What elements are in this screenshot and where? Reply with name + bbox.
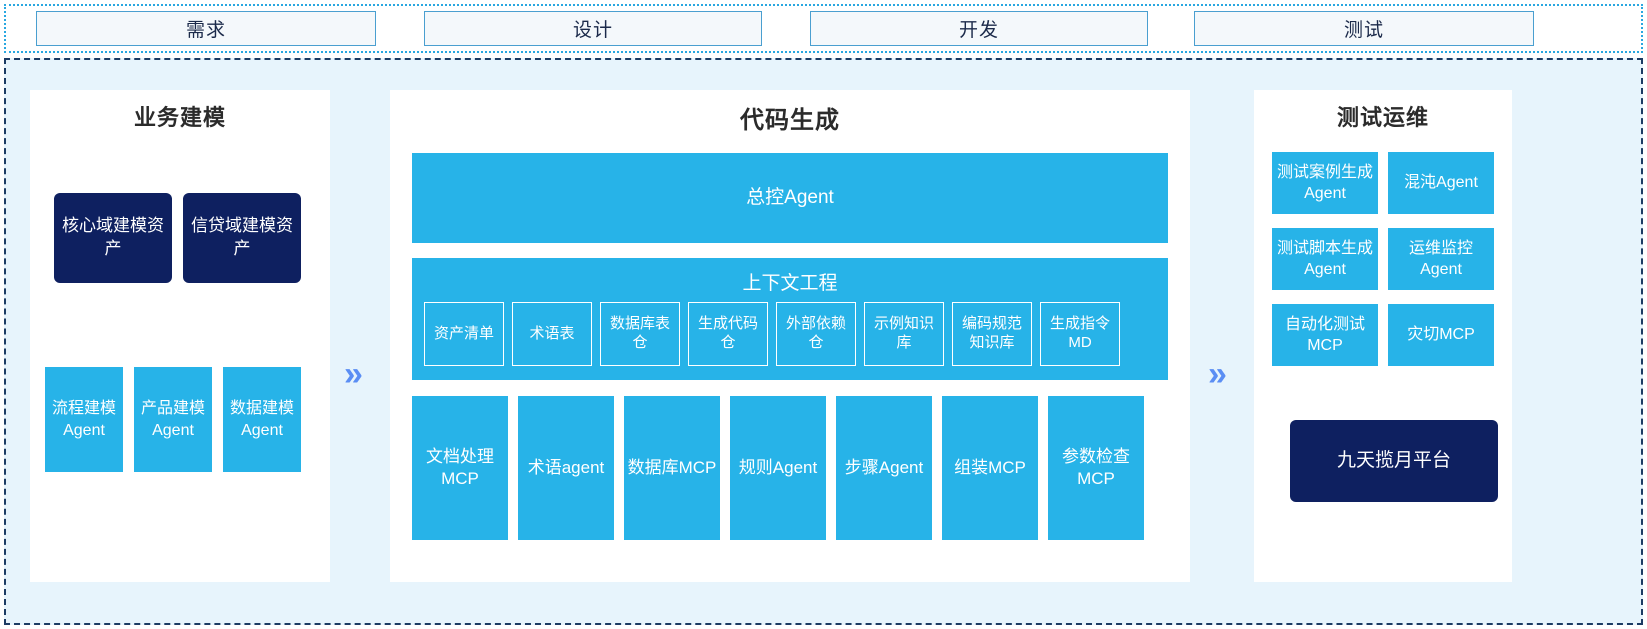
phase-label: 需求 xyxy=(185,20,226,41)
tile-label: 外部依赖仓 xyxy=(785,315,846,351)
phase-item-development[interactable]: 开发 xyxy=(810,11,1148,46)
master-control-agent[interactable]: 总控Agent xyxy=(412,153,1168,243)
double-chevron-right-icon-1: » xyxy=(344,355,363,393)
tile-label: 规则Agent xyxy=(738,457,818,477)
test-case-generation-agent[interactable]: 测试案例生成Agent xyxy=(1272,152,1378,214)
chaos-agent[interactable]: 混沌Agent xyxy=(1388,152,1494,214)
tile-label: 步骤Agent xyxy=(844,457,924,477)
ctx-item-generated-code-repo[interactable]: 生成代码仓 xyxy=(688,302,768,366)
tile-label: 总控Agent xyxy=(746,187,834,209)
tile-label: 术语表 xyxy=(529,324,575,342)
panel-code-generation: 代码生成 总控Agent 上下文工程 资产清单 术语表 数据库表仓 xyxy=(390,90,1190,582)
ctx-item-db-table-repo[interactable]: 数据库表仓 xyxy=(600,302,680,366)
tile-label: 组装MCP xyxy=(954,457,1026,477)
tile-label: 运维监控Agent xyxy=(1408,239,1473,278)
test-ops-grid: 测试案例生成Agent 混沌Agent 测试脚本生成Agent 运维监控Agen… xyxy=(1272,152,1494,366)
tile-label: 九天揽月平台 xyxy=(1336,450,1451,472)
tile-label: 流程建模Agent xyxy=(51,400,116,439)
panel-title-code-generation: 代码生成 xyxy=(740,107,840,134)
tile-label: 灾切MCP xyxy=(1407,326,1475,344)
tool-glossary-agent[interactable]: 术语agent xyxy=(518,396,614,540)
tool-step-agent[interactable]: 步骤Agent xyxy=(836,396,932,540)
agent-process-modeling[interactable]: 流程建模Agent xyxy=(45,367,123,472)
tile-label: 测试脚本生成Agent xyxy=(1276,239,1373,278)
tile-label: 混沌Agent xyxy=(1404,174,1478,192)
automated-testing-mcp[interactable]: 自动化测试MCP xyxy=(1272,304,1378,366)
phase-item-testing[interactable]: 测试 xyxy=(1194,11,1534,46)
tool-assembly-mcp[interactable]: 组装MCP xyxy=(942,396,1038,540)
tile-label: 自动化测试MCP xyxy=(1284,315,1365,354)
context-engineering-title: 上下文工程 xyxy=(742,273,838,294)
tile-label: 文档处理MCP xyxy=(426,446,494,488)
ctx-item-external-dependency-repo[interactable]: 外部依赖仓 xyxy=(776,302,856,366)
disaster-switch-mcp[interactable]: 灾切MCP xyxy=(1388,304,1494,366)
tile-label: 产品建模Agent xyxy=(140,400,205,439)
phase-label: 测试 xyxy=(1343,20,1384,41)
ctx-item-asset-list[interactable]: 资产清单 xyxy=(424,302,504,366)
tile-label: 参数检查MCP xyxy=(1062,446,1130,488)
panel-business-modeling: 业务建模 核心域建模资产 信贷域建模资产 流程建模Agent 产品建模Agent… xyxy=(30,90,330,582)
tile-label: 数据库MCP xyxy=(627,457,717,477)
ctx-item-generation-instruction-md[interactable]: 生成指令MD xyxy=(1040,302,1120,366)
tile-label: 数据库表仓 xyxy=(609,315,670,351)
phase-label: 设计 xyxy=(572,20,613,41)
ctx-item-glossary[interactable]: 术语表 xyxy=(512,302,592,366)
asset-core-domain-model[interactable]: 核心域建模资产 xyxy=(54,193,172,283)
tool-document-processing-mcp[interactable]: 文档处理MCP xyxy=(412,396,508,540)
agent-data-modeling[interactable]: 数据建模Agent xyxy=(223,367,301,472)
tool-database-mcp[interactable]: 数据库MCP xyxy=(624,396,720,540)
asset-credit-domain-model[interactable]: 信贷域建模资产 xyxy=(183,193,301,283)
ctx-item-coding-standard-knowledge-base[interactable]: 编码规范知识库 xyxy=(952,302,1032,366)
tool-parameter-check-mcp[interactable]: 参数检查MCP xyxy=(1048,396,1144,540)
tile-label: 信贷域建模资产 xyxy=(191,216,293,258)
tile-label: 生成指令MD xyxy=(1049,315,1110,351)
tile-label: 测试案例生成Agent xyxy=(1276,163,1373,202)
ctx-item-example-knowledge-base[interactable]: 示例知识库 xyxy=(864,302,944,366)
jiutian-lanyue-platform[interactable]: 九天揽月平台 xyxy=(1290,420,1498,502)
phase-item-requirements[interactable]: 需求 xyxy=(36,11,376,46)
tile-label: 资产清单 xyxy=(433,324,494,342)
context-engineering-block: 上下文工程 资产清单 术语表 数据库表仓 生成代码仓 外部依赖仓 xyxy=(412,258,1168,380)
tile-label: 生成代码仓 xyxy=(697,315,758,351)
context-engineering-items: 资产清单 术语表 数据库表仓 生成代码仓 外部依赖仓 示例知 xyxy=(424,302,1120,366)
phase-bar: 需求 设计 开发 测试 xyxy=(4,4,1643,53)
ops-monitoring-agent[interactable]: 运维监控Agent xyxy=(1388,228,1494,290)
business-agent-row: 流程建模Agent 产品建模Agent 数据建模Agent xyxy=(45,367,301,472)
tile-label: 编码规范知识库 xyxy=(961,315,1022,351)
business-asset-row: 核心域建模资产 信贷域建模资产 xyxy=(54,193,301,283)
tile-label: 示例知识库 xyxy=(873,315,934,351)
double-chevron-right-icon-2: » xyxy=(1208,355,1227,393)
phase-label: 开发 xyxy=(958,20,999,41)
panel-title-business-modeling: 业务建模 xyxy=(133,105,226,130)
code-generation-tool-row: 文档处理MCP 术语agent 数据库MCP 规则Agent 步骤Agent 组… xyxy=(412,396,1144,540)
phase-item-design[interactable]: 设计 xyxy=(424,11,762,46)
tile-label: 术语agent xyxy=(527,457,605,477)
panel-title-test-operations: 测试运维 xyxy=(1336,105,1429,130)
architecture-main-frame: 业务建模 核心域建模资产 信贷域建模资产 流程建模Agent 产品建模Agent… xyxy=(4,58,1643,625)
agent-product-modeling[interactable]: 产品建模Agent xyxy=(134,367,212,472)
panel-test-operations: 测试运维 测试案例生成Agent 混沌Agent 测试脚本生成Agent 运维监… xyxy=(1254,90,1512,582)
test-script-generation-agent[interactable]: 测试脚本生成Agent xyxy=(1272,228,1378,290)
tile-label: 核心域建模资产 xyxy=(62,216,164,258)
tile-label: 数据建模Agent xyxy=(229,400,294,439)
tool-rule-agent[interactable]: 规则Agent xyxy=(730,396,826,540)
